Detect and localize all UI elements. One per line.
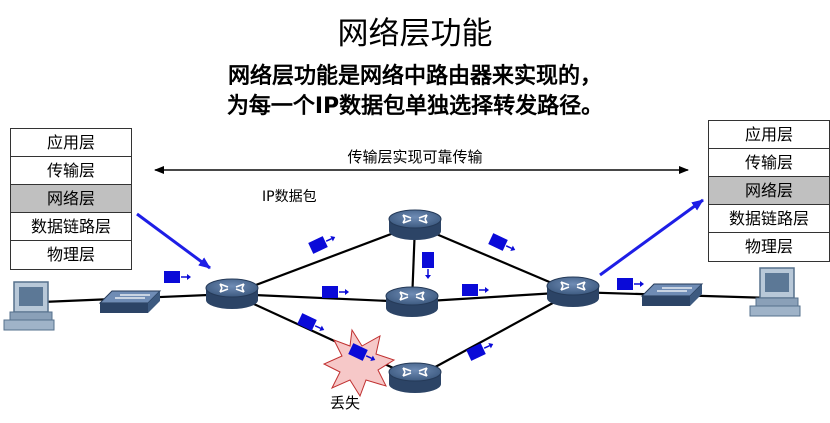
transport-reliable-label: 传输层实现可靠传输	[347, 148, 483, 166]
packet-6	[462, 284, 489, 296]
subtitle-line-1: 网络层功能是网络中路由器来实现的，	[227, 64, 602, 89]
left-protocol-stack: 应用层 传输层 网络层 数据链路层 物理层	[10, 128, 132, 270]
packet-9	[617, 278, 644, 290]
left-layer-datalink: 数据链路层	[11, 213, 131, 241]
right-computer-icon	[749, 267, 801, 317]
left-layer-application: 应用层	[11, 129, 131, 157]
left-layer-transport: 传输层	[11, 157, 131, 185]
right-network-layer-arrow	[599, 198, 704, 277]
left-switch	[98, 290, 162, 313]
packet-5	[422, 252, 434, 279]
router-r4-icon	[388, 362, 442, 394]
packet-3	[322, 286, 349, 298]
right-layer-datalink: 数据链路层	[709, 205, 829, 233]
ip-packets	[164, 233, 644, 362]
right-layer-physical: 物理层	[744, 237, 793, 256]
left-layer-network: 网络层	[11, 185, 131, 213]
packet-4	[297, 313, 325, 332]
lost-label: 丢失	[330, 394, 361, 412]
left-computer-icon	[3, 281, 55, 331]
packet-2	[308, 235, 336, 254]
router-r1-icon	[205, 278, 259, 310]
right-layer-transport: 传输层	[709, 149, 829, 177]
left-layer-physical: 物理层	[46, 245, 95, 264]
router-r3-icon	[385, 286, 439, 318]
page-title: 网络层功能	[337, 16, 493, 52]
subtitle-line-2: 为每一个IP数据包单独选择转发路径。	[226, 94, 604, 119]
packet-lost	[348, 343, 376, 362]
packet-7	[488, 233, 516, 252]
packet-8	[466, 342, 494, 361]
packet-1	[164, 271, 191, 283]
router-r5-icon	[546, 276, 600, 308]
ip-packet-label: IP数据包	[262, 189, 317, 205]
router-r2-icon	[388, 209, 442, 241]
right-switch	[640, 283, 704, 306]
right-layer-application: 应用层	[709, 121, 829, 149]
network-links	[41, 223, 771, 379]
right-protocol-stack: 应用层 传输层 网络层 数据链路层 物理层	[708, 120, 830, 262]
left-network-layer-arrow	[136, 212, 211, 270]
right-layer-network: 网络层	[709, 177, 829, 205]
packet-loss-burst	[322, 328, 396, 398]
